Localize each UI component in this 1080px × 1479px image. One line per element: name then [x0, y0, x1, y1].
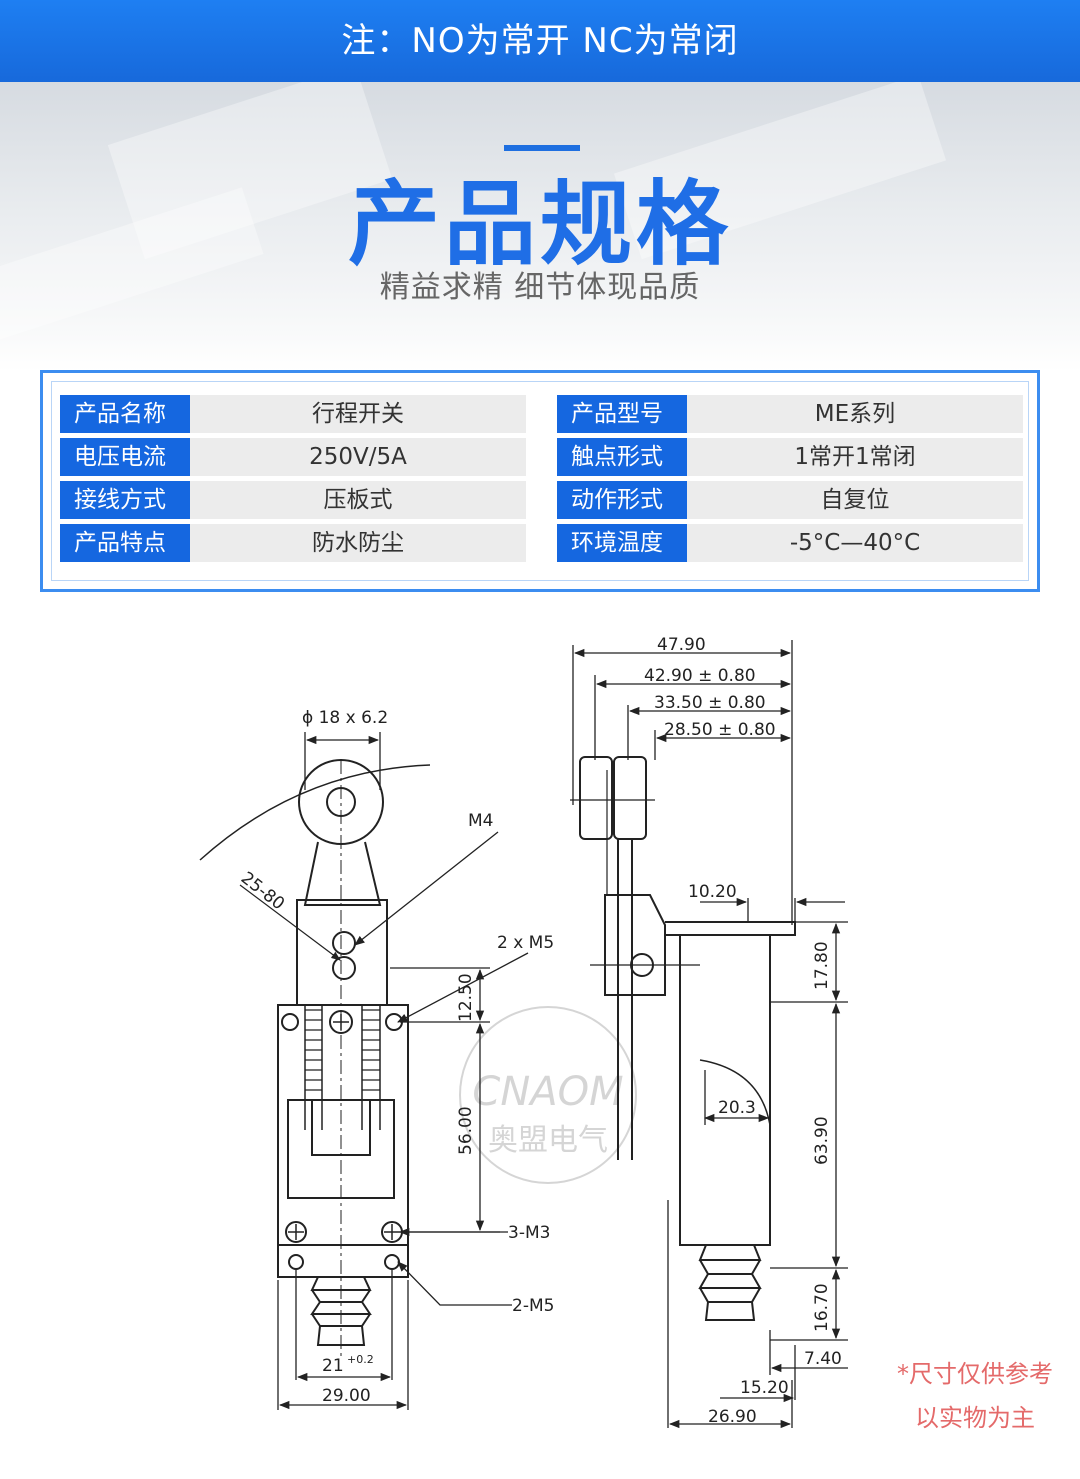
- label-3m3: 3-M3: [508, 1223, 550, 1243]
- dim-12-50: 12.50: [456, 973, 476, 1022]
- top-banner: 注：NO为常开 NC为常闭: [0, 0, 1080, 82]
- spec-label: 产品名称: [60, 395, 190, 433]
- spec-value: -5°C—40°C: [687, 524, 1023, 562]
- spec-row: 产品名称 行程开关: [60, 395, 526, 433]
- note-line-1: *尺寸仅供参考: [897, 1360, 1053, 1388]
- dim-21-tolerance: +0.2: [347, 1353, 374, 1366]
- spec-label: 触点形式: [557, 438, 687, 476]
- spec-value: ME系列: [687, 395, 1023, 433]
- dim-29: 29.00: [322, 1386, 371, 1406]
- spec-value: 250V/5A: [190, 438, 526, 476]
- spec-table-right: 产品型号 ME系列 触点形式 1常开1常闭 动作形式 自复位 环境温度 -5°C…: [557, 395, 1023, 567]
- label-m4: M4: [468, 811, 493, 831]
- dim-21: 21: [322, 1356, 344, 1376]
- dim-26-90: 26.90: [708, 1407, 757, 1427]
- spec-row: 环境温度 -5°C—40°C: [557, 524, 1023, 562]
- dim-56-00: 56.00: [456, 1106, 476, 1155]
- watermark-brand: CNAOM: [472, 1069, 623, 1115]
- dim-33-50: 33.50 ± 0.80: [654, 693, 766, 713]
- spec-value: 防水防尘: [190, 524, 526, 562]
- label-2xm5: 2 x M5: [497, 933, 554, 953]
- side-dimensions: [572, 640, 848, 1429]
- dim-10-20: 10.20: [688, 882, 737, 902]
- label-2m5: 2-M5: [512, 1296, 554, 1316]
- note-line-2: 以实物为主: [915, 1404, 1035, 1432]
- dim-63-90: 63.90: [812, 1116, 832, 1165]
- spec-row: 触点形式 1常开1常闭: [557, 438, 1023, 476]
- dim-roller: ϕ 18 x 6.2: [302, 708, 388, 728]
- front-labels: ϕ 18 x 6.2 25-80 M4 2 x M5 12.50 56.00 3…: [237, 708, 555, 1406]
- dim-radius: 25-80: [237, 868, 288, 914]
- front-view: [199, 759, 431, 1360]
- spec-table-left: 产品名称 行程开关 电压电流 250V/5A 接线方式 压板式 产品特点 防水防…: [60, 395, 526, 567]
- spec-label: 动作形式: [557, 481, 687, 519]
- spec-value: 压板式: [190, 481, 526, 519]
- hero-background: [0, 82, 1080, 372]
- dim-20-3: 20.3: [718, 1098, 756, 1118]
- side-labels: 47.90 42.90 ± 0.80 33.50 ± 0.80 28.50 ± …: [644, 635, 842, 1427]
- spec-value: 自复位: [687, 481, 1023, 519]
- front-dimensions: [277, 732, 529, 1410]
- technical-drawing: CNAOM 奥盟电气: [199, 635, 848, 1429]
- dim-7-40: 7.40: [804, 1349, 842, 1369]
- spec-label: 环境温度: [557, 524, 687, 562]
- spec-value: 1常开1常闭: [687, 438, 1023, 476]
- spec-row: 产品特点 防水防尘: [60, 524, 526, 562]
- banner-text: 注：NO为常开 NC为常闭: [341, 21, 739, 61]
- spec-label: 产品特点: [60, 524, 190, 562]
- spec-label: 电压电流: [60, 438, 190, 476]
- spec-value: 行程开关: [190, 395, 526, 433]
- size-note: *尺寸仅供参考 以实物为主: [880, 1352, 1070, 1440]
- dim-47-90: 47.90: [657, 635, 706, 655]
- spec-label: 产品型号: [557, 395, 687, 433]
- watermark: CNAOM 奥盟电气: [459, 1006, 637, 1184]
- spec-label: 接线方式: [60, 481, 190, 519]
- page-subtitle: 精益求精 细节体现品质: [379, 270, 701, 305]
- watermark-name: 奥盟电气: [488, 1123, 608, 1158]
- spec-row: 动作形式 自复位: [557, 481, 1023, 519]
- dim-17-80: 17.80: [812, 941, 832, 990]
- spec-row: 接线方式 压板式: [60, 481, 526, 519]
- dim-15-20: 15.20: [740, 1378, 789, 1398]
- title-accent-bar: [504, 145, 580, 151]
- page-title: 产品规格: [347, 171, 732, 278]
- dim-42-90: 42.90 ± 0.80: [644, 666, 756, 686]
- side-view: [570, 756, 796, 1321]
- dim-16-70: 16.70: [812, 1283, 832, 1332]
- spec-row: 产品型号 ME系列: [557, 395, 1023, 433]
- spec-row: 电压电流 250V/5A: [60, 438, 526, 476]
- dim-28-50: 28.50 ± 0.80: [664, 720, 776, 740]
